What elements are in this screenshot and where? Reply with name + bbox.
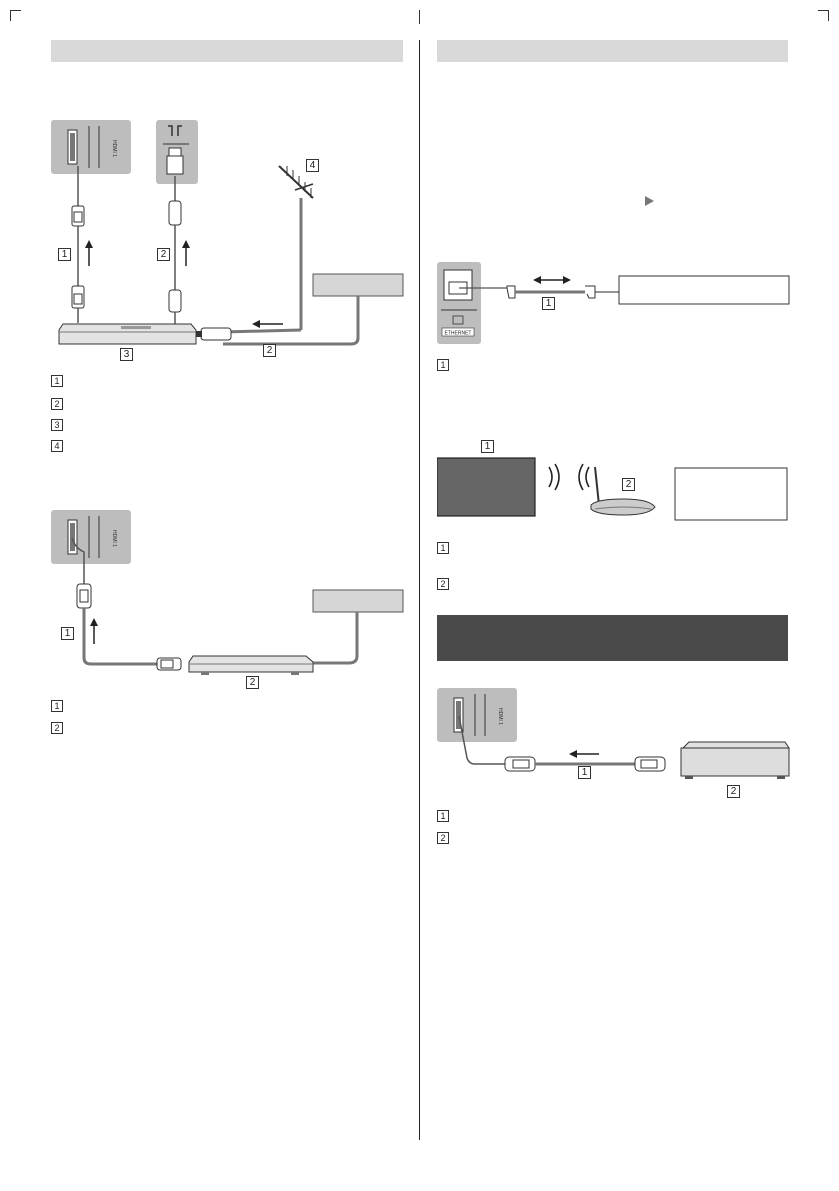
- crop-mark-top-center: [419, 10, 420, 24]
- access-point-label-box: [674, 467, 788, 521]
- antenna: [222, 165, 314, 334]
- wireless-router: [590, 466, 656, 516]
- aerial-cable-2: [168, 176, 182, 324]
- lan-cable: [459, 285, 619, 299]
- hdmi-port-panel-e: HDMI 1: [437, 688, 517, 742]
- legend-b-1: 1: [51, 700, 63, 712]
- diagram-d-badge-1: 1: [481, 440, 494, 453]
- diagram-c: ETHERNET: [437, 262, 790, 344]
- right-dark-section-header: [437, 615, 788, 661]
- svg-text:HDMI 1: HDMI 1: [497, 708, 503, 725]
- svg-text:HDMI 1: HDMI 1: [111, 140, 117, 157]
- diagram-b-badge-1: 1: [61, 627, 74, 640]
- antenna-label-box: [312, 273, 404, 297]
- column-divider: [419, 40, 420, 1140]
- player-label-box: [312, 589, 404, 613]
- small-arrow-icon: [645, 196, 654, 206]
- hdmi-cable-b: [71, 537, 182, 671]
- diagram-e-badge-2: 2: [727, 785, 740, 798]
- hdmi-cable-e: [458, 715, 666, 772]
- svg-text:ETHERNET: ETHERNET: [445, 331, 472, 337]
- player-device-b: [188, 655, 314, 675]
- legend-a-4: 4: [51, 440, 63, 452]
- legend-b-2: 2: [51, 722, 63, 734]
- amplifier-device: [680, 741, 790, 779]
- diagram-a-badge-3: 3: [120, 348, 133, 361]
- diagram-e-badge-1: 1: [578, 766, 591, 779]
- recorder-device: [58, 323, 197, 345]
- diagram-e: HDMI 1: [437, 688, 790, 779]
- hdmi-port-panel-b: HDMI 1: [51, 510, 131, 564]
- crop-mark-top-left: [10, 10, 21, 21]
- diagram-a: HDMI 1: [51, 120, 404, 346]
- internet-label-box: [618, 275, 790, 305]
- legend-e-2: 2: [437, 832, 449, 844]
- diagram-a-badge-2: 2: [157, 248, 170, 261]
- diagram-b: HDMI 1: [51, 510, 404, 675]
- diagram-d: [437, 457, 788, 521]
- tv-screen: [437, 457, 536, 517]
- ethernet-port-panel: ETHERNET: [437, 262, 481, 344]
- wifi-waves-icon: [548, 463, 590, 491]
- legend-d-1: 1: [437, 542, 449, 554]
- legend-c-1: 1: [437, 359, 449, 371]
- legend-a-2: 2: [51, 398, 63, 410]
- legend-a-1: 1: [51, 375, 63, 387]
- right-section-header: [437, 40, 788, 62]
- legend-d-2: 2: [437, 578, 449, 590]
- svg-text:HDMI 1: HDMI 1: [111, 530, 117, 547]
- crop-mark-top-right: [818, 10, 829, 21]
- diagram-c-badge-1: 1: [542, 297, 555, 310]
- diagram-a-badge-1: 1: [58, 248, 71, 261]
- diagram-a-badge-4: 4: [306, 159, 319, 172]
- diagram-a-badge-2b: 2: [263, 344, 276, 357]
- hdmi-cable-1: [71, 166, 85, 323]
- cable-to-recorder: [223, 296, 360, 346]
- aerial-port-panel: [156, 120, 198, 184]
- legend-a-3: 3: [51, 419, 63, 431]
- hdmi-port-panel: HDMI 1: [51, 120, 131, 174]
- diagram-b-badge-2: 2: [246, 676, 259, 689]
- left-section-header: [51, 40, 403, 62]
- aerial-plug: [196, 327, 232, 341]
- diagram-d-badge-2: 2: [622, 478, 635, 491]
- legend-e-1: 1: [437, 810, 449, 822]
